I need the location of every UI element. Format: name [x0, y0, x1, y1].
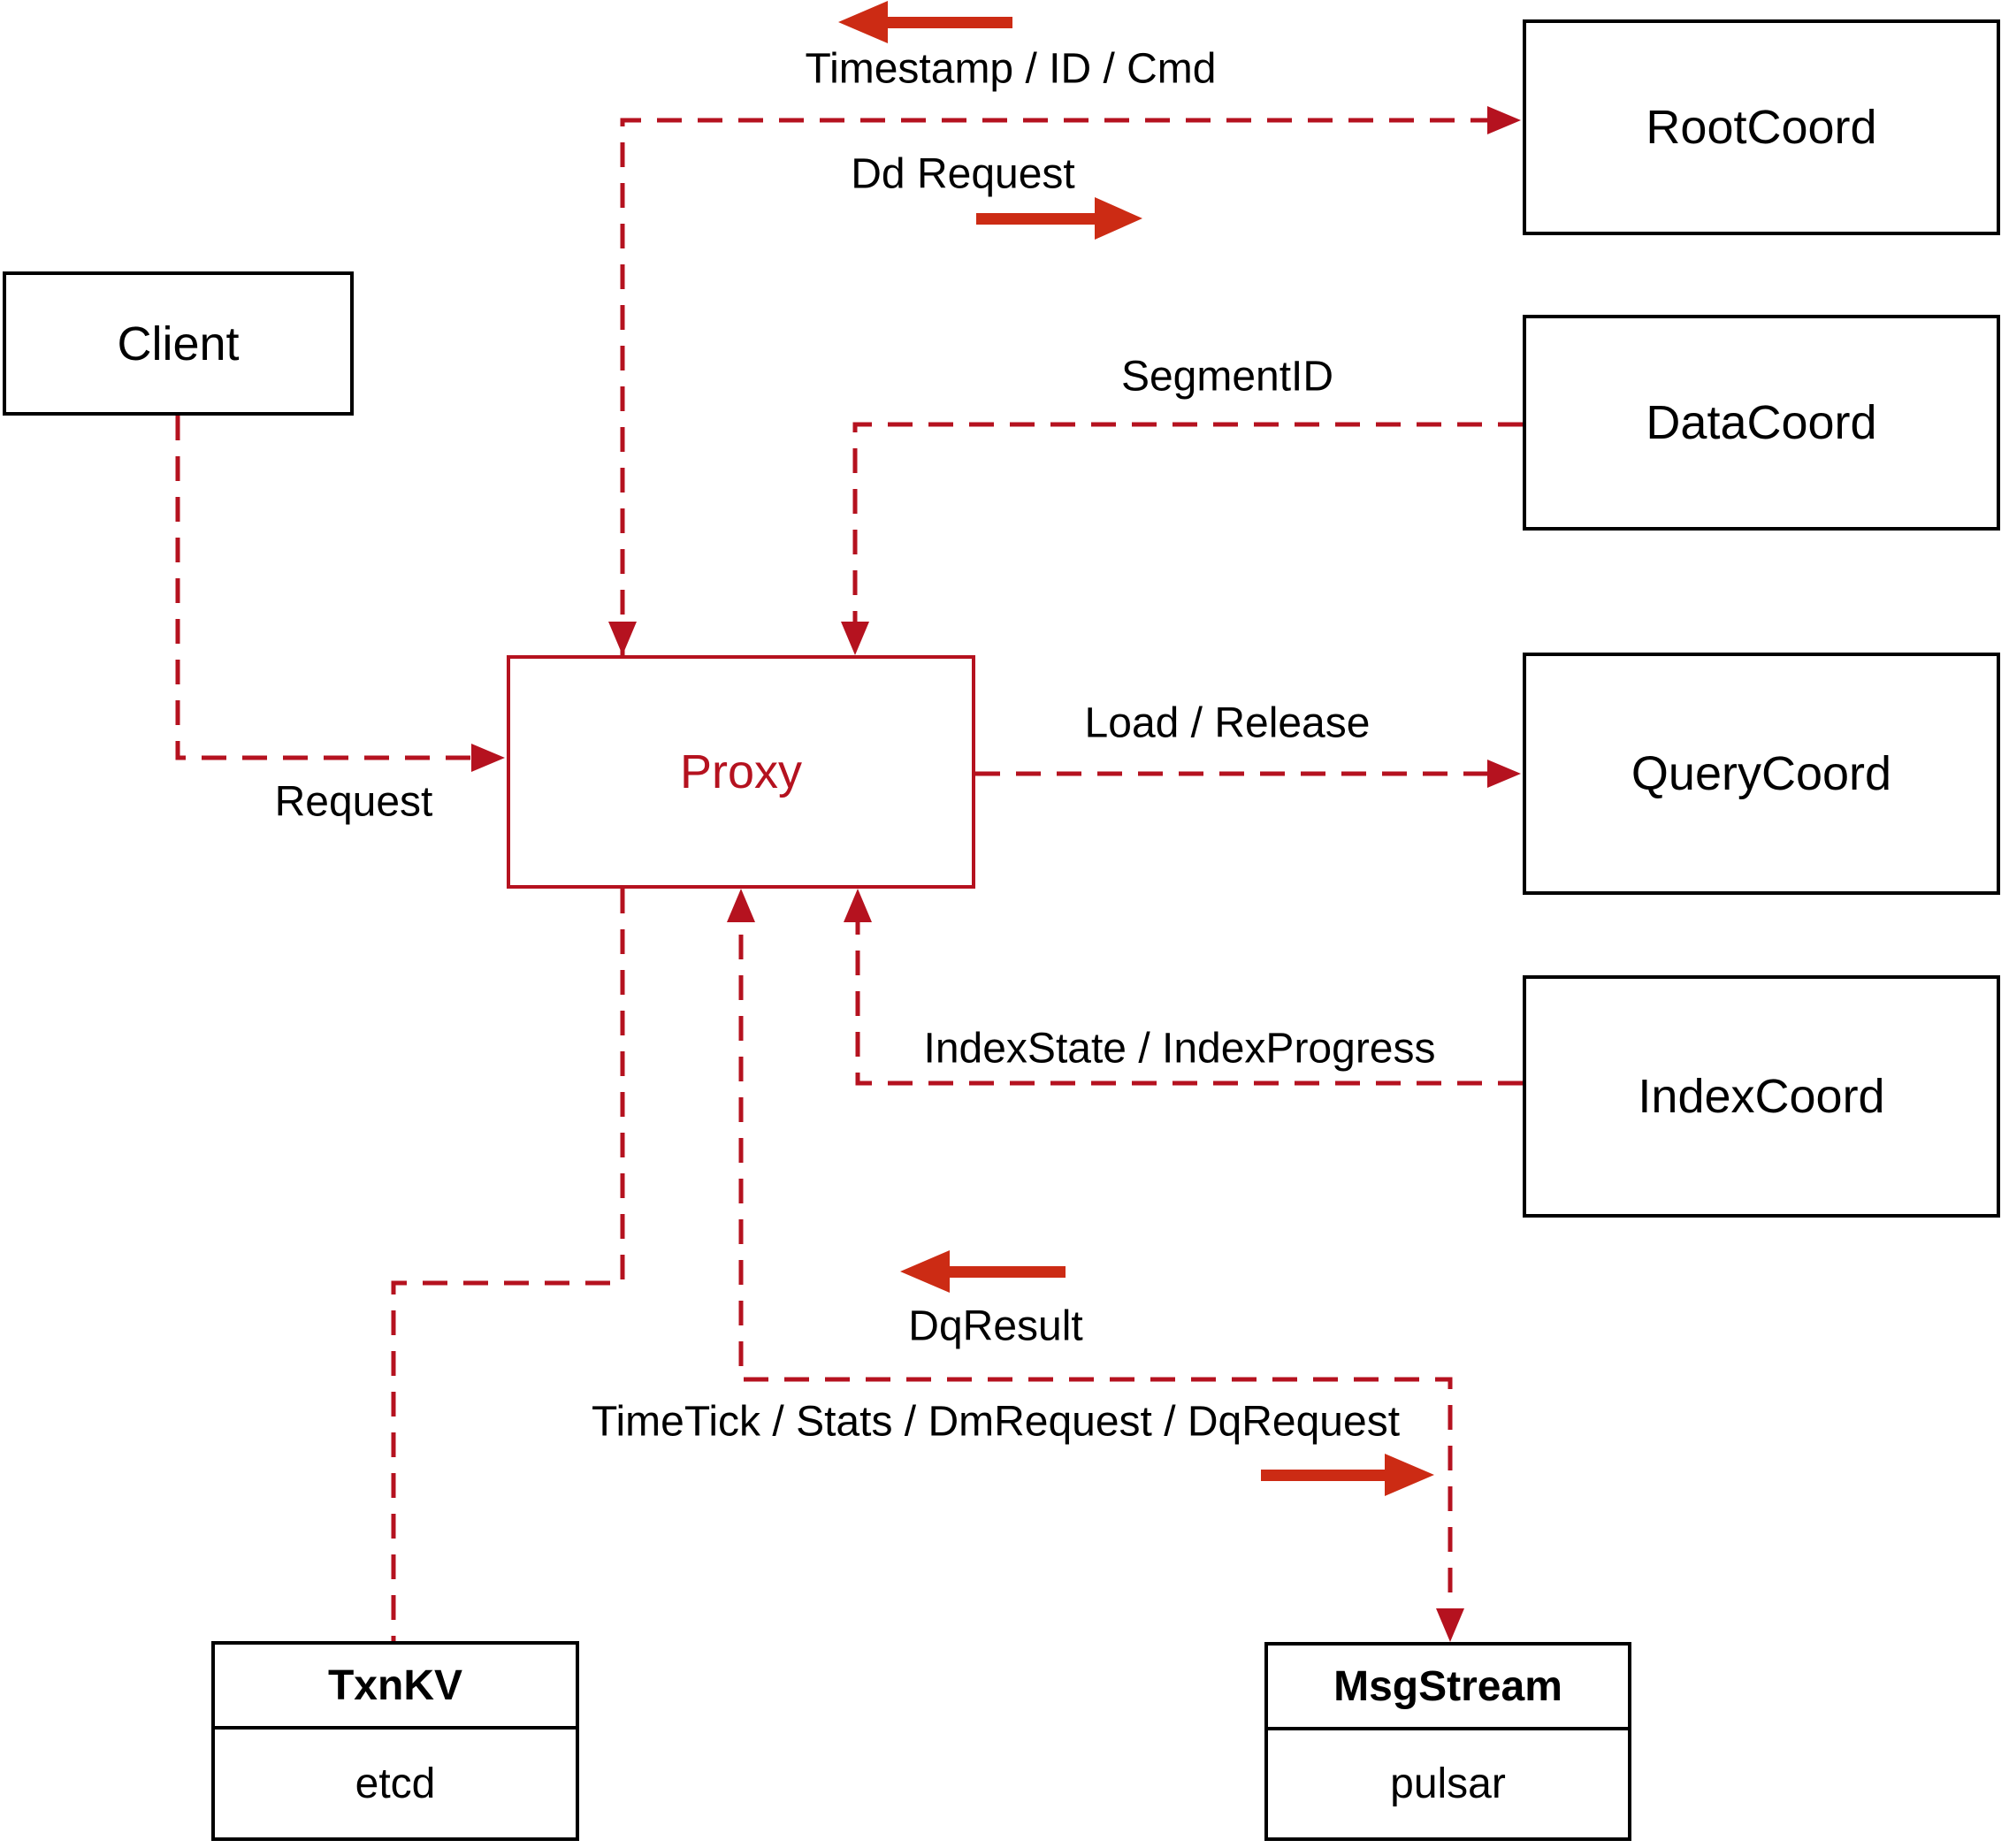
edge-indexcoord-to-proxy — [855, 894, 1523, 1086]
arrowhead-right-into-rootcoord-icon — [1487, 106, 1521, 134]
direction-arrow-right-timetick-icon — [1261, 1454, 1434, 1496]
node-txnkv-subtitle: etcd — [355, 1760, 436, 1807]
arrowhead-down-into-proxy-top-right-icon — [841, 622, 869, 655]
edge-proxy-to-msgstream — [738, 894, 1453, 1636]
edge-datacoord-to-proxy — [852, 422, 1523, 650]
edge-label-request: Request — [274, 778, 433, 826]
edge-label-dd-request: Dd Request — [851, 150, 1075, 198]
arrowhead-down-into-proxy-top-left-icon — [608, 622, 637, 655]
node-msgstream-subtitle: pulsar — [1390, 1760, 1506, 1807]
edge-label-segment-id: SegmentID — [1120, 353, 1334, 401]
edge-label-indexstate-indexprogress: IndexState / IndexProgress — [923, 1025, 1436, 1073]
node-rootcoord-label: RootCoord — [1646, 101, 1877, 154]
node-datacoord-label: DataCoord — [1646, 396, 1877, 449]
node-indexcoord-label: IndexCoord — [1638, 1070, 1885, 1123]
node-client-label: Client — [117, 317, 240, 370]
node-client: Client — [3, 271, 354, 416]
edge-label-dqresult: DqResult — [908, 1302, 1083, 1350]
node-msgstream-title: MsgStream — [1268, 1646, 1628, 1730]
node-proxy-label: Proxy — [679, 745, 803, 798]
edge-client-to-proxy — [175, 416, 485, 760]
node-querycoord-label: QueryCoord — [1631, 747, 1892, 800]
node-proxy: Proxy — [507, 655, 975, 889]
node-querycoord: QueryCoord — [1523, 653, 2000, 895]
node-msgstream: MsgStream pulsar — [1264, 1642, 1631, 1841]
edge-proxy-to-rootcoord — [620, 118, 1503, 655]
arrowhead-right-into-querycoord-icon — [1487, 760, 1521, 788]
arrowhead-right-into-proxy-icon — [471, 744, 505, 772]
arrowhead-down-into-msgstream-icon — [1436, 1608, 1464, 1642]
direction-arrow-right-ddrequest-icon — [976, 197, 1142, 240]
edge-label-timetick-stats: TimeTick / Stats / DmRequest / DqRequest — [591, 1398, 1401, 1446]
node-txnkv: TxnKV etcd — [211, 1641, 579, 1841]
node-indexcoord: IndexCoord — [1523, 975, 2000, 1218]
edge-label-timestamp-id-cmd: Timestamp / ID / Cmd — [805, 45, 1217, 93]
arrowhead-up-into-proxy-bottom-right-icon — [844, 889, 872, 922]
direction-arrow-left-dqresult-icon — [900, 1250, 1066, 1293]
arrowhead-up-into-proxy-bottom-middle-icon — [727, 889, 755, 922]
edge-proxy-to-txnkv — [391, 889, 625, 1641]
node-datacoord: DataCoord — [1523, 315, 2000, 531]
node-rootcoord: RootCoord — [1523, 19, 2000, 235]
edge-label-load-release: Load / Release — [1084, 699, 1371, 747]
direction-arrow-left-timestamp-icon — [838, 1, 1012, 43]
node-txnkv-title: TxnKV — [215, 1645, 576, 1730]
